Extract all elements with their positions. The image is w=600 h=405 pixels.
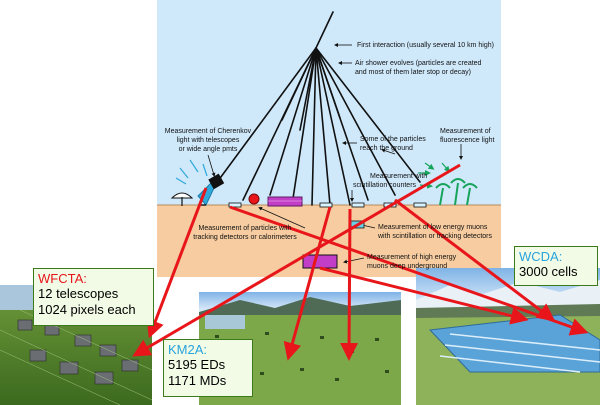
wfcta-title: WFCTA:	[38, 271, 87, 286]
wcda-line1: 3000 cells	[519, 264, 578, 279]
label-particles-line2: tracking detectors or calorimeters	[193, 234, 297, 241]
sky-region	[157, 0, 501, 205]
detector-arrows	[132, 163, 589, 361]
label-cherenkov-line2: light with telescopes	[176, 137, 240, 144]
label-scint-line2: scintillation counters	[353, 182, 417, 189]
km2a-title: KM2A:	[168, 342, 208, 357]
wcda-title: WCDA:	[519, 249, 563, 264]
label-fluorescence-line2: fluorescence light	[440, 137, 495, 144]
wfcta-line1: 12 telescopes	[38, 286, 119, 301]
label-air-shower-line1: Air shower evolves (particles are create…	[355, 60, 482, 67]
air-shower	[214, 11, 421, 206]
wfcta-box: WFCTA: 12 telescopes 1024 pixels each	[33, 268, 154, 326]
calorimeter	[267, 196, 303, 207]
km2a-box: KM2A: 5195 EDs 1171 MDs	[163, 339, 253, 397]
label-some-particles-line1: Some of the particles	[360, 136, 426, 143]
label-cherenkov-line3: or wide angle pmts	[178, 146, 238, 153]
wfcta-line2: 1024 pixels each	[38, 302, 136, 317]
label-particles-line1: Measurement of particles with	[198, 225, 292, 232]
label-some-particles-line2: reach the ground	[360, 145, 413, 152]
label-high-muons-line2: muons deep underground	[367, 263, 448, 270]
cherenkov-light	[175, 159, 208, 185]
km2a-line2: 1171 MDs	[168, 373, 227, 388]
label-high-muons-line1: Measurement of high energy	[367, 254, 457, 261]
wcda-photo	[416, 268, 600, 405]
label-first-interaction: First interaction (usually several 10 km…	[357, 42, 494, 49]
label-low-muons-line1: Measurement of low energy muons	[378, 224, 488, 231]
underground-muon-detector	[302, 254, 338, 269]
label-cherenkov-line1: Measurement of Cherenkov	[164, 128, 252, 135]
km2a-line1: 5195 EDs	[168, 357, 226, 372]
label-low-muons-line2: with scintillation or tracking detectors	[378, 233, 492, 240]
wcda-box: WCDA: 3000 cells	[514, 246, 598, 286]
label-scint-line1: Measurement with	[370, 173, 428, 180]
fluorescence-telescopes	[435, 178, 478, 206]
tracking-detector-ball	[248, 193, 260, 205]
label-air-shower-line2: and most of them later stop or decay)	[355, 69, 471, 76]
label-fluorescence-line1: Measurement of	[440, 128, 491, 135]
